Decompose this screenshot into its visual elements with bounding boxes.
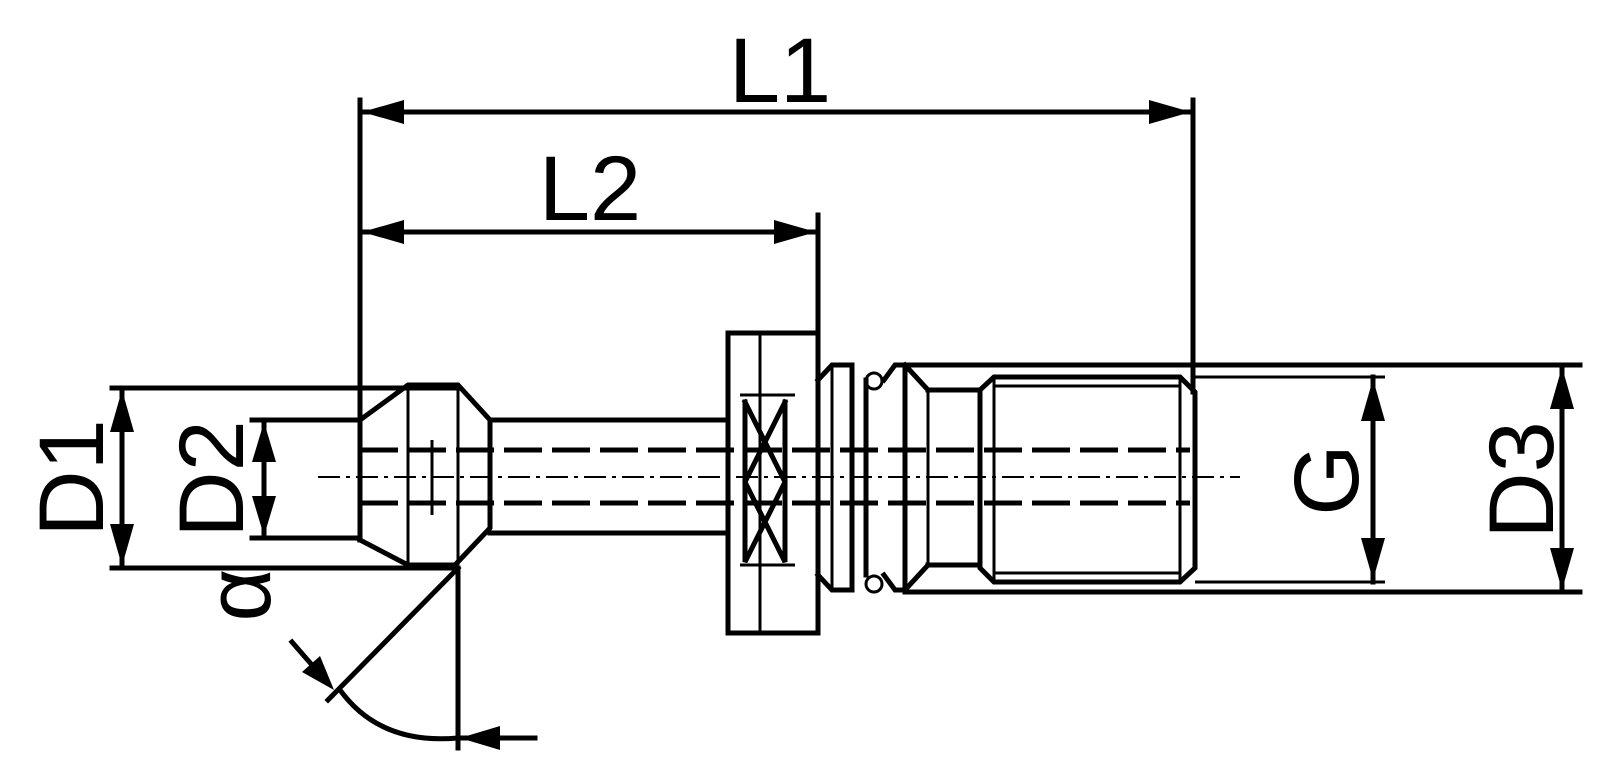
dimension-d1: D1: [21, 385, 461, 571]
label-l2: L2: [539, 138, 641, 240]
label-d2: D2: [161, 420, 263, 538]
dimension-l1: L1: [357, 20, 1196, 423]
dimension-g: G: [1276, 374, 1385, 585]
dimension-d3: D3: [1471, 362, 1574, 595]
dimension-alpha: α: [188, 564, 538, 751]
label-l1: L1: [729, 20, 831, 122]
dimension-d2: D2: [161, 417, 363, 541]
hidden-bore: [318, 440, 1240, 515]
label-g: G: [1276, 444, 1378, 516]
pull-stud-outline: [356, 330, 1583, 636]
label-d1: D1: [21, 419, 123, 537]
label-alpha: α: [188, 568, 290, 621]
label-d3: D3: [1471, 421, 1573, 539]
dimension-l2: L2: [357, 138, 821, 336]
